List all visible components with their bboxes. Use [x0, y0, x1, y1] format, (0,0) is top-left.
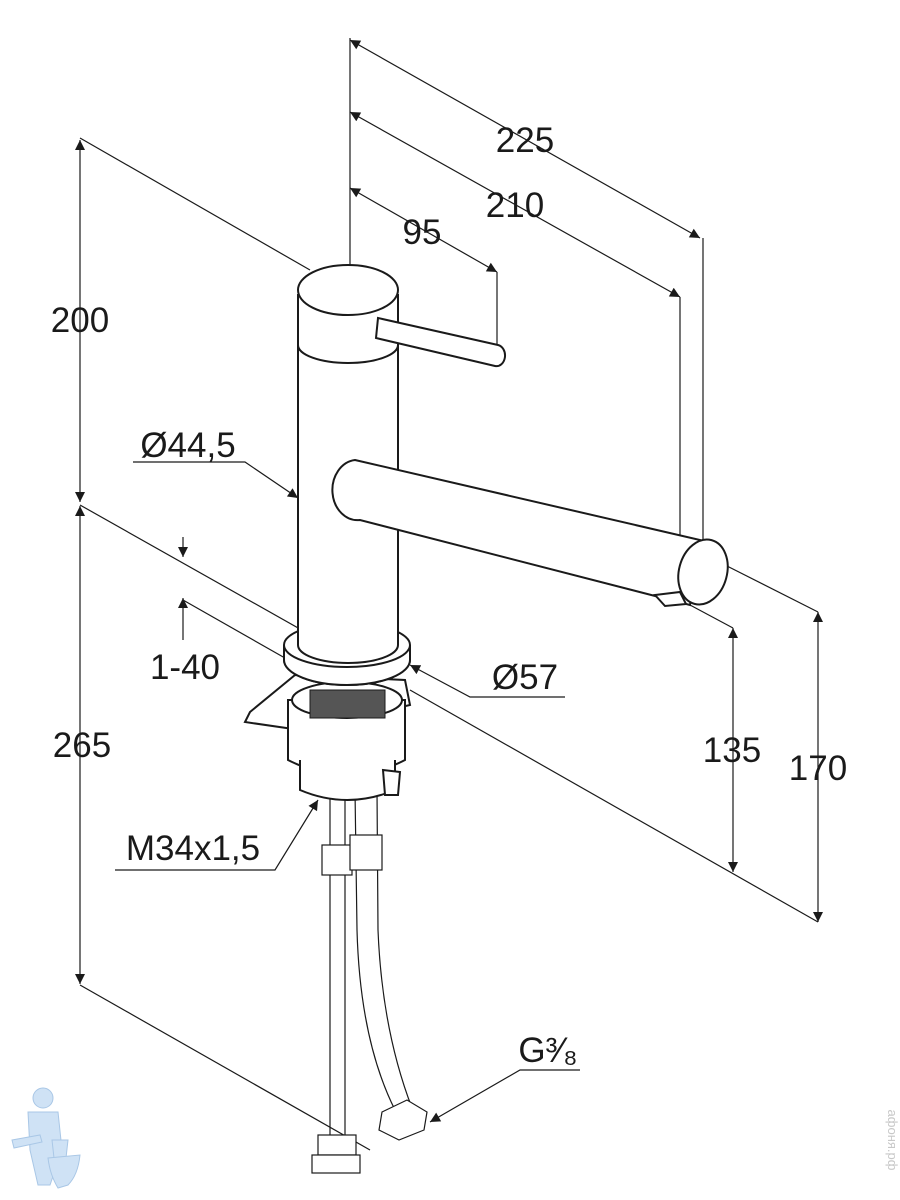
watermark: афоня.рф: [885, 1110, 900, 1171]
dim-spout-reach: 210: [486, 186, 544, 225]
dim-total-height: 265: [53, 726, 111, 765]
dim-thread: M34x1,5: [126, 829, 260, 868]
dim-spout-top-height: 170: [789, 749, 847, 788]
dimension-lines: [75, 39, 823, 1123]
plumber-logo: [11, 1087, 81, 1189]
faucet: [243, 264, 729, 1174]
dim-spout-clearance: 135: [703, 731, 761, 770]
dim-overall-reach: 225: [496, 121, 554, 160]
extension-lines: [79, 38, 819, 1151]
dim-base-diameter: Ø57: [492, 658, 558, 697]
dim-hose-connection: G³⁄₈: [518, 1031, 577, 1070]
dim-body-diameter: Ø44,5: [140, 426, 235, 465]
dim-lever-reach: 95: [403, 213, 442, 252]
dim-body-height: 200: [51, 301, 109, 340]
supply-hoses: [311, 789, 428, 1174]
dim-deck-thickness: 1-40: [150, 648, 220, 687]
